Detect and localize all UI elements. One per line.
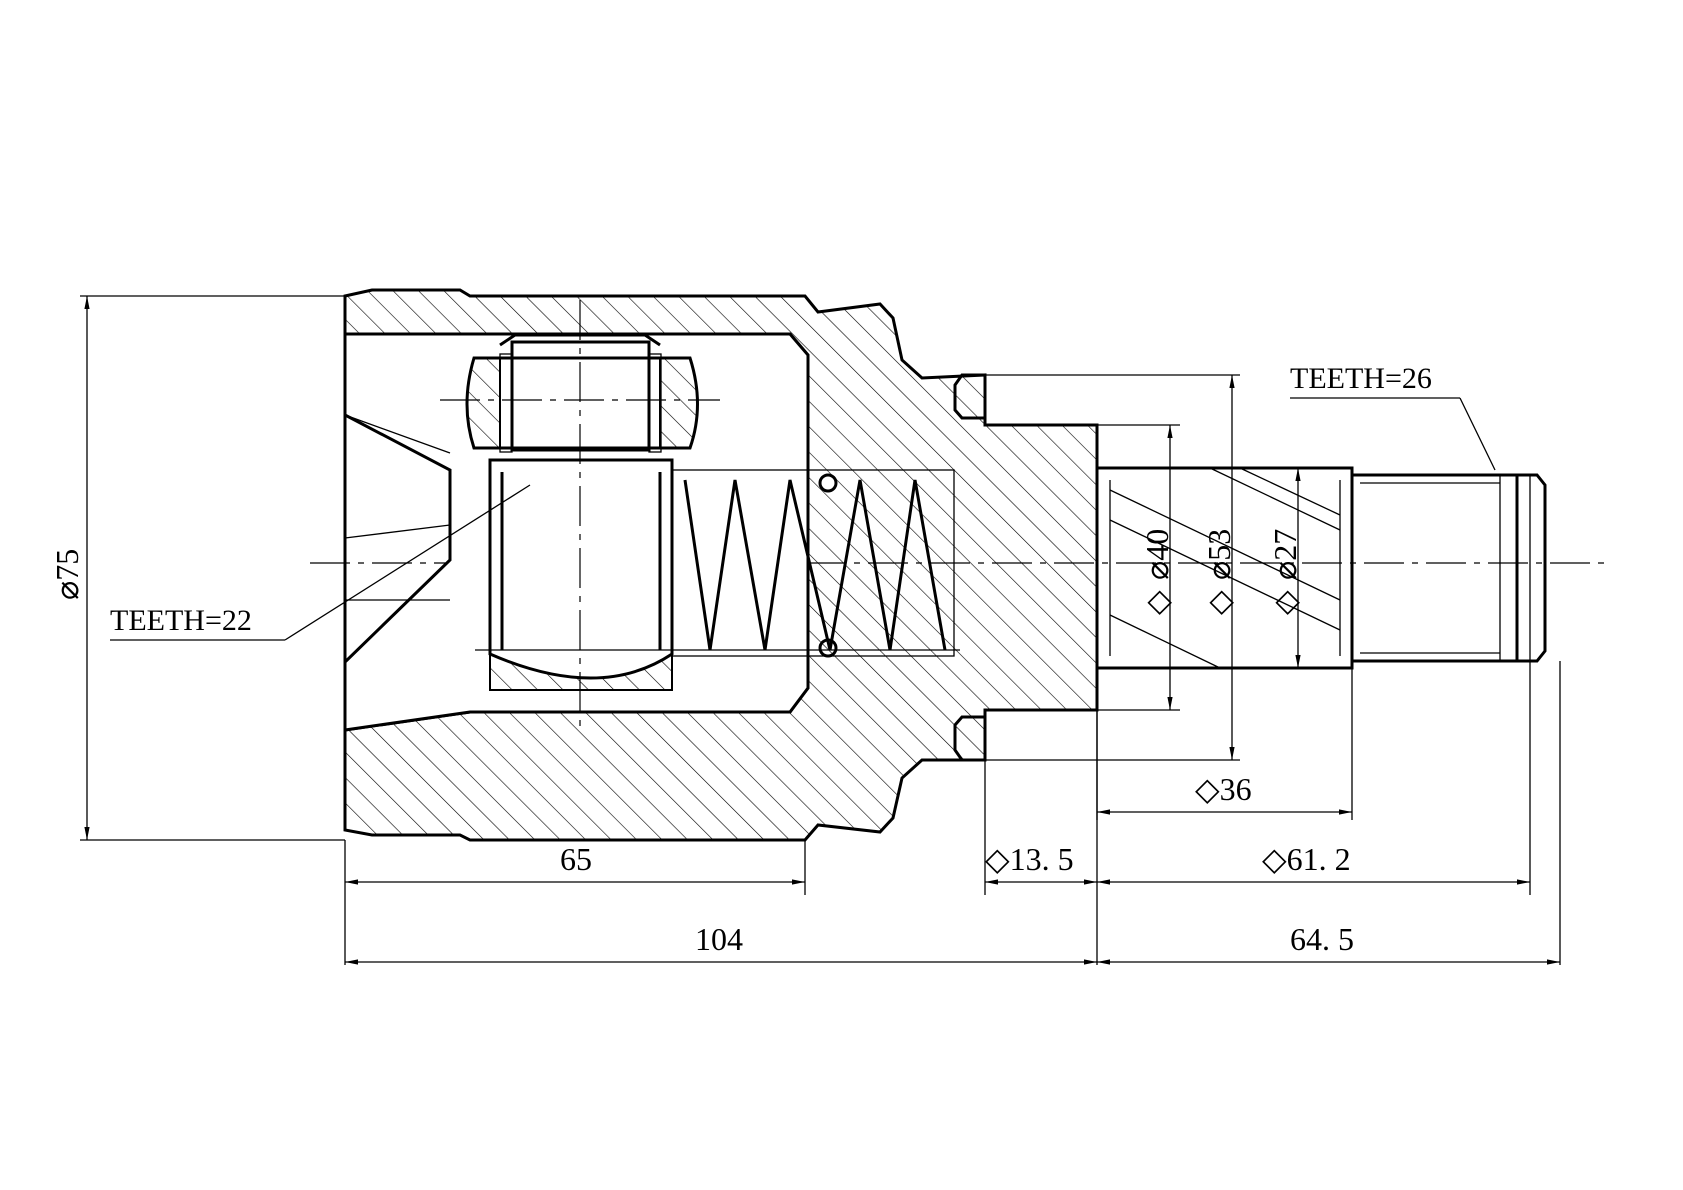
svg-text:⌀27: ⌀27 bbox=[1267, 529, 1303, 580]
svg-text:◇: ◇ bbox=[1139, 590, 1175, 615]
spider-body bbox=[475, 300, 960, 730]
dim-d27: ⌀27 ◇ bbox=[1267, 468, 1303, 668]
dim-d40: ⌀40 ◇ bbox=[1097, 424, 1180, 711]
svg-text:⌀53: ⌀53 bbox=[1201, 529, 1237, 580]
dim-len36: ◇36 bbox=[1096, 661, 1353, 820]
dim-len104: 104 bbox=[345, 921, 1097, 965]
teeth-26-label: TEETH=26 bbox=[1290, 362, 1432, 395]
seal-groove-upper bbox=[953, 373, 985, 420]
dim-outer-diameter: ⌀75 bbox=[49, 295, 345, 841]
teeth-22-label: TEETH=22 bbox=[110, 604, 252, 637]
dim-len61-2: ◇61. 2 bbox=[1097, 661, 1531, 895]
output-shaft bbox=[1095, 466, 1547, 670]
seal-groove-lower bbox=[953, 715, 985, 762]
dim-d53: ⌀53 ◇ bbox=[985, 374, 1240, 761]
svg-text:64. 5: 64. 5 bbox=[1290, 921, 1354, 957]
dim-len64-5: 64. 5 bbox=[1097, 661, 1561, 965]
svg-text:◇61. 2: ◇61. 2 bbox=[1262, 841, 1351, 877]
svg-text:65: 65 bbox=[560, 841, 592, 877]
tripod-roller bbox=[440, 333, 720, 453]
dim-len65: 65 bbox=[344, 840, 806, 965]
spring bbox=[671, 469, 955, 658]
svg-text:◇36: ◇36 bbox=[1195, 771, 1252, 807]
svg-text:⌀40: ⌀40 bbox=[1139, 529, 1175, 580]
svg-text:104: 104 bbox=[695, 921, 743, 957]
svg-text:◇13. 5: ◇13. 5 bbox=[985, 841, 1074, 877]
dim-len13-5: ◇13. 5 bbox=[984, 710, 1098, 965]
svg-text:◇: ◇ bbox=[1267, 590, 1303, 615]
svg-text:◇: ◇ bbox=[1201, 590, 1237, 615]
svg-text:⌀75: ⌀75 bbox=[49, 549, 85, 600]
